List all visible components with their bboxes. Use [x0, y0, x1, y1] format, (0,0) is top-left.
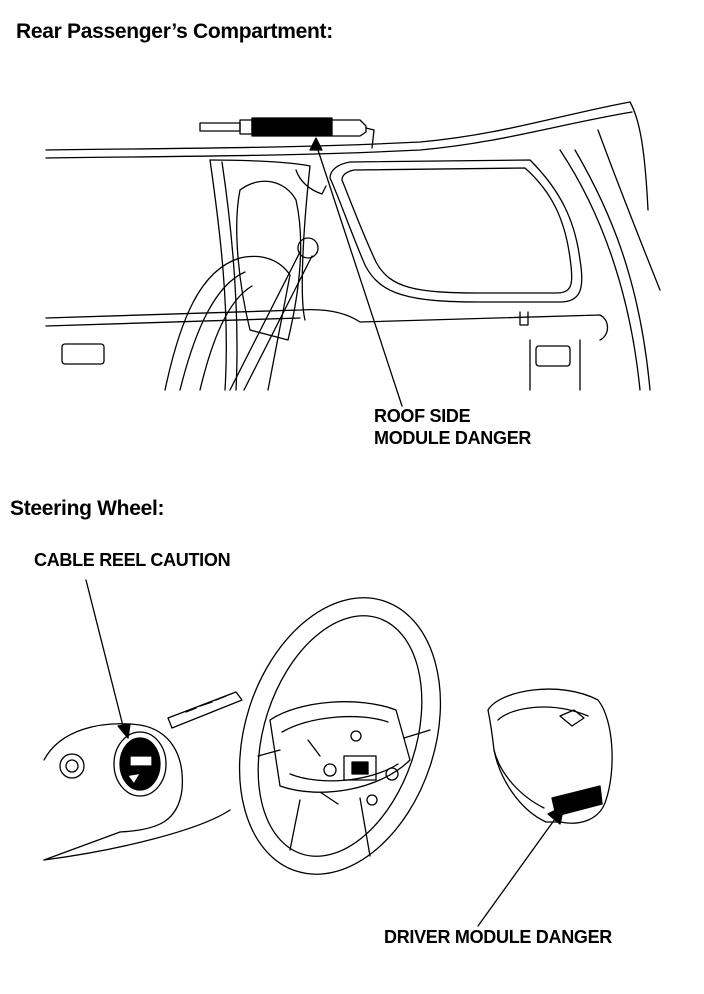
roof-side-module-label-line2: MODULE DANGER [374, 428, 532, 448]
driver-module-danger-label: DRIVER MODULE DANGER [384, 927, 613, 947]
roof-side-module-label-line1: ROOF SIDE [374, 406, 471, 426]
rear-compartment-drawing [0, 90, 704, 410]
cable-reel-caution-label: CABLE REEL CAUTION [34, 550, 231, 570]
steering-wheel-heading: Steering Wheel: [10, 497, 165, 520]
steering-wheel-drawing [0, 560, 704, 940]
rear-compartment-heading: Rear Passenger’s Compartment: [16, 20, 333, 43]
